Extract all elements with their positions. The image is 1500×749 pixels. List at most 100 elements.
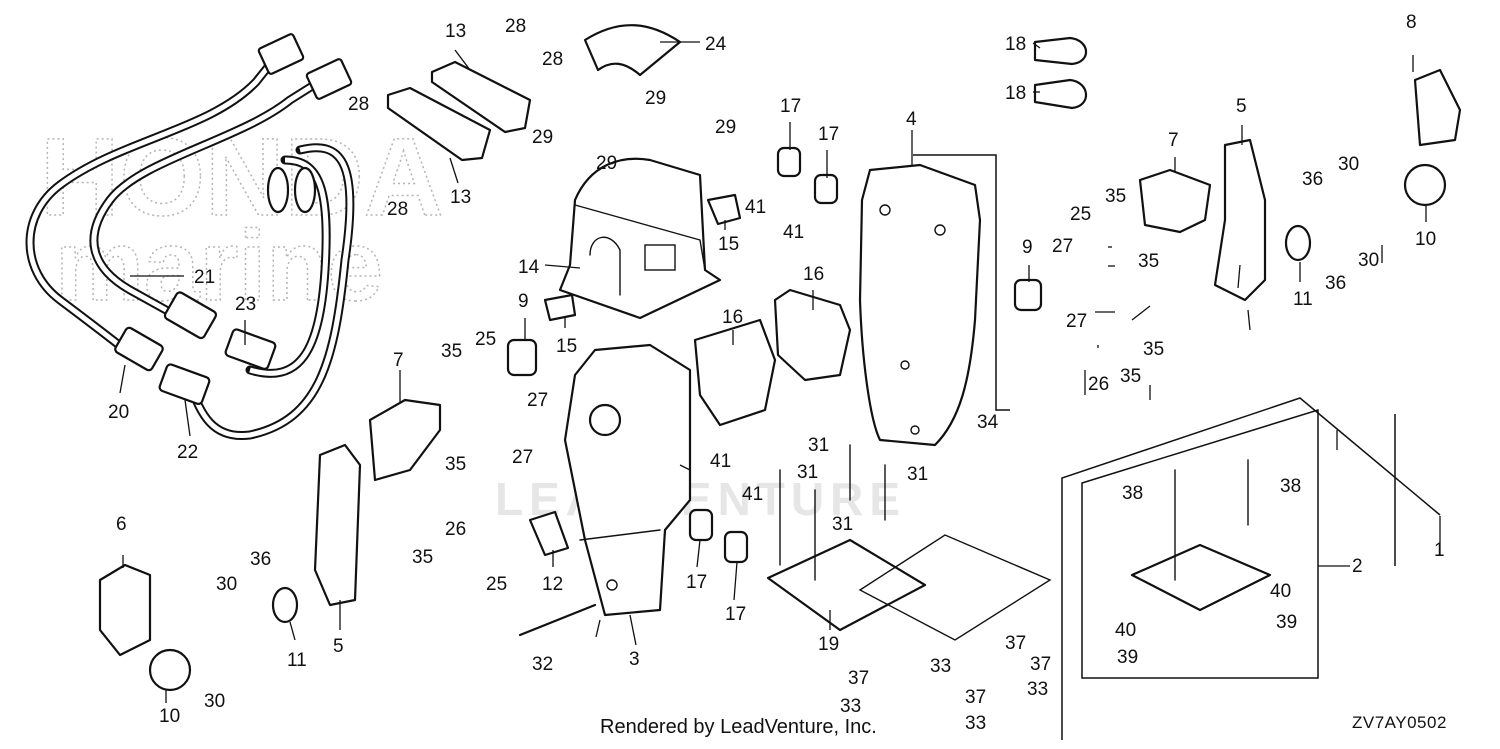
gasket (858, 534, 1052, 641)
callout-label: 37 (1030, 654, 1051, 675)
grommet-9-left (506, 338, 538, 377)
callout-label: 3 (629, 649, 640, 670)
callout-label: 20 (108, 402, 129, 423)
callout-label: 38 (1280, 476, 1301, 497)
plate-19 (766, 538, 927, 632)
callout-label: 11 (1293, 289, 1313, 310)
handle-6 (98, 563, 152, 657)
callout-label: 29 (532, 127, 553, 148)
callout-label: 13 (445, 21, 466, 42)
callout-label: 13 (450, 187, 471, 208)
callout-label: 26 (445, 519, 466, 540)
callout-labels: 1 2 3 4 5 5 6 7 7 8 9 9 10 10 11 11 12 1… (108, 12, 1445, 734)
callout-label: 34 (977, 412, 999, 433)
callout-label: 19 (818, 634, 839, 655)
callout-label: 31 (832, 514, 853, 535)
disc-11-left (271, 586, 299, 624)
callout-label: 7 (393, 350, 404, 371)
kit-4-frame (913, 154, 1010, 411)
callout-label: 21 (194, 267, 215, 288)
callout-label: 30 (216, 574, 237, 595)
callout-label: 29 (715, 117, 736, 138)
callout-label: 36 (1325, 273, 1346, 294)
callout-label: 2 (1352, 556, 1363, 577)
cover-7-left (368, 398, 442, 482)
callout-label: 16 (722, 307, 743, 328)
callout-label: 14 (518, 257, 540, 278)
callout-label: 35 (412, 547, 433, 568)
callout-label: 35 (1105, 186, 1126, 207)
callout-label: 35 (441, 341, 462, 362)
callout-label: 37 (1005, 633, 1026, 654)
housing-cover-14 (558, 157, 722, 320)
callout-label: 17 (686, 572, 707, 593)
callout-label: 38 (1122, 483, 1143, 504)
callout-label: 27 (527, 390, 548, 411)
callout-label: 28 (387, 199, 408, 220)
callout-label: 9 (1022, 237, 1033, 258)
callout-label: 15 (718, 234, 739, 255)
callout-label: 4 (906, 109, 917, 130)
bracket-16-lower (693, 318, 777, 427)
callout-label: 33 (930, 656, 951, 677)
callout-label: 17 (780, 96, 801, 117)
callout-label: 18 (1005, 34, 1026, 55)
callout-label: 29 (596, 153, 617, 174)
callout-label: 33 (840, 696, 861, 717)
callout-label: 25 (1070, 204, 1091, 225)
callout-label: 27 (1052, 236, 1073, 257)
callout-label: 31 (808, 435, 829, 456)
callout-label: 35 (1120, 366, 1141, 387)
credit-text: Rendered by LeadVenture, Inc. (600, 716, 877, 738)
callout-label: 11 (287, 650, 307, 671)
callout-label: 41 (742, 484, 763, 505)
grommet-18-b (1033, 78, 1088, 110)
lever-5-left (313, 443, 362, 607)
callout-label: 40 (1115, 620, 1136, 641)
lever-5-right (1213, 138, 1267, 302)
callout-label: 12 (542, 574, 563, 595)
callout-label: 30 (1338, 154, 1359, 175)
callout-label: 39 (1117, 647, 1138, 668)
clamp-17-b (813, 173, 839, 205)
callout-label: 41 (783, 222, 804, 243)
callout-label: 5 (1236, 96, 1247, 117)
clamp-17-d (723, 530, 749, 564)
callout-label: 28 (505, 16, 526, 37)
plate-2 (1130, 543, 1272, 612)
side-plate-4 (858, 163, 982, 447)
callout-label: 35 (1143, 339, 1164, 360)
callout-label: 41 (710, 451, 731, 472)
callout-label: 37 (965, 687, 986, 708)
callout-label: 6 (116, 514, 127, 535)
callout-label: 10 (159, 706, 180, 727)
handle-8 (1413, 68, 1462, 147)
callout-label: 31 (797, 462, 818, 483)
callout-label: 27 (512, 447, 533, 468)
callout-label: 31 (907, 464, 928, 485)
callout-label: 16 (803, 264, 824, 285)
grommet-9-right (1013, 278, 1043, 312)
callout-label: 8 (1406, 12, 1417, 33)
grommet-18-a (1033, 36, 1088, 66)
callout-label: 33 (965, 713, 986, 734)
diagram-code: ZV7AY0502 (1352, 713, 1447, 732)
clip-15-upper (706, 193, 742, 226)
bolt-32 (518, 603, 597, 637)
disc-11-right (1284, 224, 1312, 262)
callout-label: 32 (532, 654, 553, 675)
callout-label: 28 (542, 49, 563, 70)
callout-label: 7 (1168, 130, 1179, 151)
callout-label: 28 (348, 94, 369, 115)
callout-label: 5 (333, 636, 344, 657)
callout-label: 15 (556, 336, 577, 357)
callout-label: 9 (518, 291, 529, 312)
callout-label: 29 (645, 88, 666, 109)
callout-label: 36 (250, 549, 271, 570)
clamp-17-c (688, 508, 714, 542)
callout-label: 1 (1434, 540, 1445, 561)
brand-watermark-line1: HONDA (40, 116, 443, 239)
clamp-17-a (776, 146, 802, 178)
callout-label: 37 (848, 668, 869, 689)
